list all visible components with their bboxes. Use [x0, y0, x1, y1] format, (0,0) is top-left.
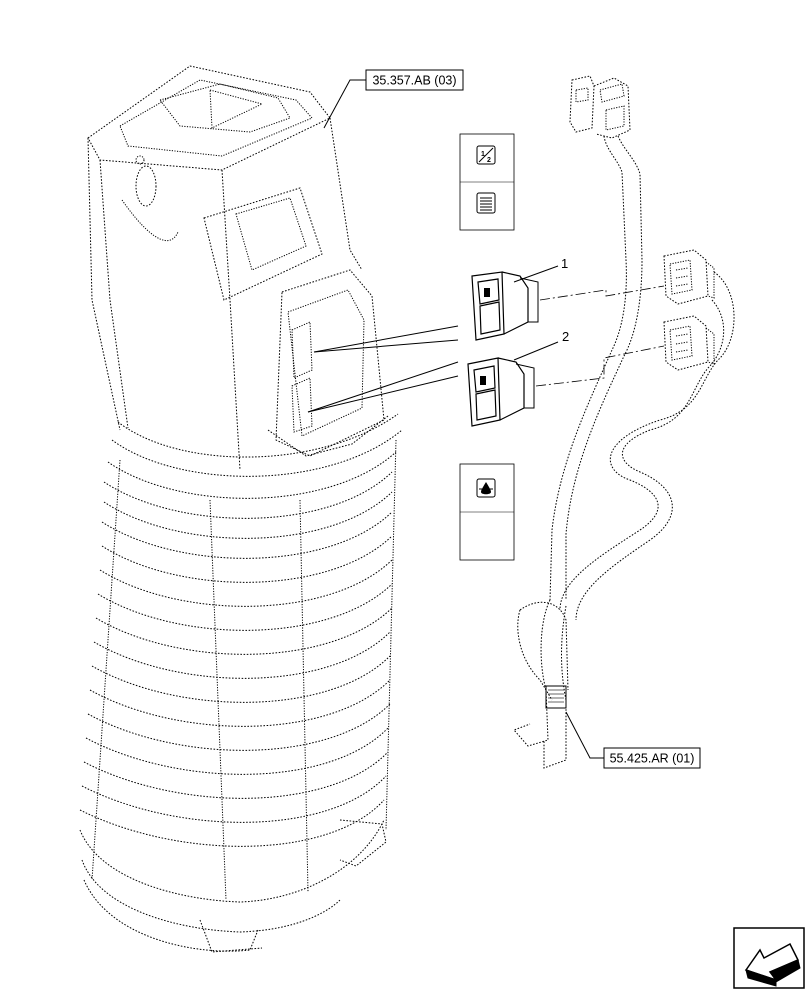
symbol-panel-bottom	[459, 463, 515, 561]
lever-reference-label[interactable]: 35.357.AB (03)	[372, 74, 456, 88]
callout-1-number[interactable]: 1	[561, 256, 568, 271]
plug-connector-upper	[663, 249, 715, 305]
hydraulic-drop-icon	[476, 478, 496, 498]
switch-location-leaders	[307, 325, 459, 413]
joystick-lever-housing	[79, 65, 403, 953]
lever-reference-callout: 35.357.AB (03)	[323, 69, 464, 129]
lever-reference-leader	[323, 79, 366, 129]
connection-lines	[535, 285, 665, 387]
callout-2: 2	[513, 329, 569, 361]
striped-square-icon	[476, 192, 496, 214]
harness-reference-leader	[565, 711, 604, 759]
harness-reference-label[interactable]: 55.425.AR (01)	[610, 752, 695, 766]
callout-2-number[interactable]: 2	[562, 329, 569, 344]
symbol-panel-top: 1 2	[459, 133, 515, 231]
harness-reference-callout: 55.425.AR (01)	[565, 711, 701, 769]
svg-text:2: 2	[487, 157, 491, 164]
rocker-switch-2[interactable]	[467, 357, 535, 427]
plug-connector-lower	[663, 315, 715, 371]
svg-text:1: 1	[481, 151, 485, 158]
harness-top-connectors	[569, 75, 631, 139]
callout-1: 1	[513, 256, 568, 283]
one-half-speed-icon: 1 2	[476, 145, 496, 165]
wiring-harness	[513, 75, 735, 769]
next-page-arrow-icon[interactable]	[733, 927, 805, 989]
harness-reference-box	[603, 747, 701, 769]
rocker-switch-1[interactable]	[471, 271, 539, 341]
